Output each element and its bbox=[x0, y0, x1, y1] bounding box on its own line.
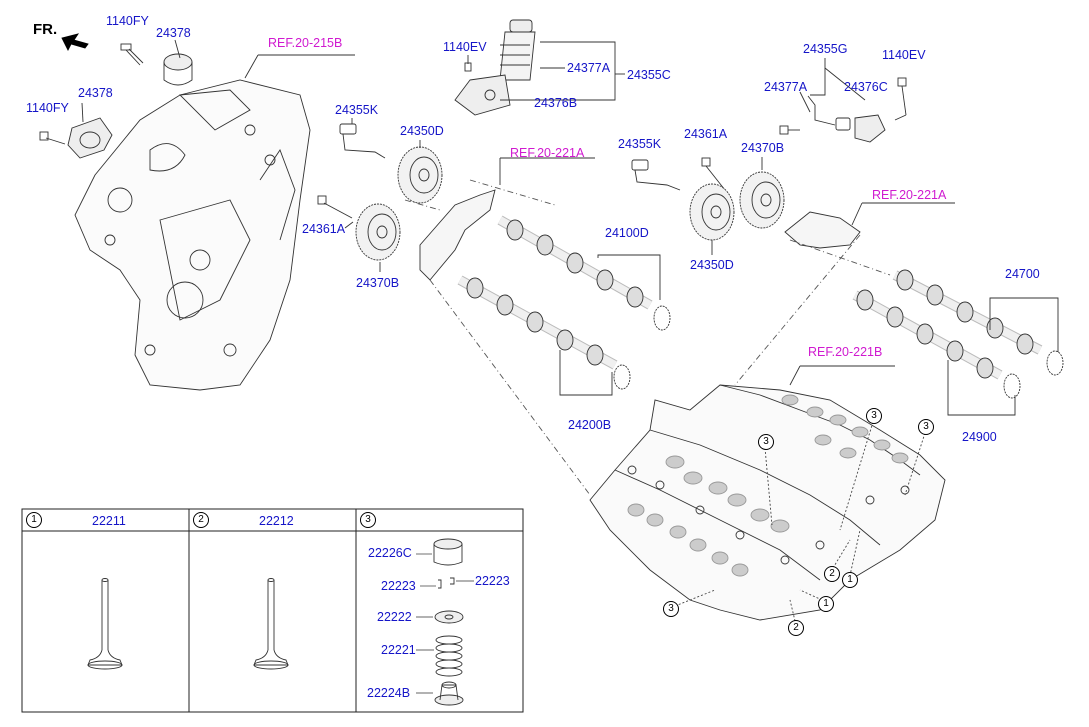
label-24355k-right[interactable]: 24355K bbox=[618, 137, 662, 151]
label-1140ev-right[interactable]: 1140EV bbox=[882, 48, 926, 62]
retainer-22222 bbox=[434, 610, 464, 624]
camshaft-24900 bbox=[852, 289, 1021, 399]
callout-3[interactable]: 3 bbox=[918, 419, 934, 435]
bracket-left bbox=[419, 189, 496, 281]
bolt-24361a-right bbox=[701, 157, 726, 191]
ref-20-221a-right[interactable]: REF.20-221A bbox=[872, 188, 947, 202]
table-col3-number: 3 bbox=[360, 512, 376, 528]
label-24378-top[interactable]: 24378 bbox=[156, 26, 191, 40]
camshaft-24700 bbox=[892, 269, 1064, 376]
label-24377a-left[interactable]: 24377A bbox=[567, 61, 611, 75]
lifter-22226c bbox=[433, 538, 463, 566]
callout-3[interactable]: 3 bbox=[758, 434, 774, 450]
front-arrow-icon bbox=[61, 33, 89, 52]
label-24700[interactable]: 24700 bbox=[1005, 267, 1040, 281]
label-24370b-left[interactable]: 24370B bbox=[356, 276, 400, 290]
valve-22211 bbox=[87, 578, 123, 670]
camshaft-24200b bbox=[457, 275, 631, 390]
camshaft-24100d bbox=[497, 215, 671, 331]
label-24361a-left[interactable]: 24361A bbox=[302, 222, 346, 236]
valve-22212 bbox=[253, 578, 289, 670]
label-22226c[interactable]: 22226C bbox=[368, 546, 412, 560]
label-22223-left[interactable]: 22223 bbox=[381, 579, 416, 593]
ref-20-221b[interactable]: REF.20-221B bbox=[808, 345, 883, 359]
label-24100d[interactable]: 24100D bbox=[605, 226, 649, 240]
cap-24378-left bbox=[67, 102, 113, 159]
timing-cover bbox=[74, 79, 311, 391]
oil-valve-24355k-right bbox=[631, 159, 681, 191]
label-1140fy-top[interactable]: 1140FY bbox=[106, 14, 149, 28]
sprocket-24370b-right bbox=[739, 157, 785, 229]
label-24377a-right[interactable]: 24377A bbox=[764, 80, 808, 94]
sprocket-24370b-left bbox=[355, 203, 401, 272]
ref-20-221a-left[interactable]: REF.20-221A bbox=[510, 146, 585, 160]
bolt-1140ev-right bbox=[894, 77, 907, 121]
label-24378-left[interactable]: 24378 bbox=[78, 86, 113, 100]
label-24200b[interactable]: 24200B bbox=[568, 418, 612, 432]
label-1140fy-left[interactable]: 1140FY bbox=[26, 101, 69, 115]
ref-20-215b[interactable]: REF.20-215B bbox=[268, 36, 343, 50]
table-col2-number: 2 bbox=[193, 512, 209, 528]
callout-1[interactable]: 1 bbox=[818, 596, 834, 612]
label-24361a-right[interactable]: 24361A bbox=[684, 127, 728, 141]
label-24370b-right[interactable]: 24370B bbox=[741, 141, 785, 155]
cap-24378-top bbox=[163, 39, 193, 86]
label-22224b[interactable]: 22224B bbox=[367, 686, 411, 700]
table-col2-part[interactable]: 22212 bbox=[259, 514, 294, 528]
spring-22221 bbox=[435, 635, 463, 677]
label-22222[interactable]: 22222 bbox=[377, 610, 412, 624]
bolt-1140fy-left bbox=[39, 131, 66, 145]
bolt-1140fy-top bbox=[120, 43, 144, 66]
front-direction-label: FR. bbox=[33, 21, 58, 38]
callout-2[interactable]: 2 bbox=[824, 566, 840, 582]
ocv-valve-24355c bbox=[454, 19, 536, 116]
callout-2[interactable]: 2 bbox=[788, 620, 804, 636]
table-col1-part[interactable]: 22211 bbox=[92, 514, 126, 528]
bracket-right bbox=[784, 211, 861, 249]
actuator-24355g bbox=[779, 95, 886, 143]
label-24350d-left[interactable]: 24350D bbox=[400, 124, 444, 138]
label-24376c[interactable]: 24376C bbox=[844, 80, 888, 94]
label-1140ev-left[interactable]: 1140EV bbox=[443, 40, 487, 54]
sprocket-24350d-right bbox=[689, 183, 735, 255]
label-22223-right[interactable]: 22223 bbox=[475, 574, 510, 588]
table-col1-number: 1 bbox=[26, 512, 42, 528]
seal-22224b bbox=[434, 681, 464, 706]
bolt-24361a-left bbox=[317, 195, 354, 229]
oil-valve-24355k-left bbox=[339, 118, 386, 159]
callout-1[interactable]: 1 bbox=[842, 572, 858, 588]
label-24350d-right[interactable]: 24350D bbox=[690, 258, 734, 272]
label-24355c[interactable]: 24355C bbox=[627, 68, 671, 82]
label-22221[interactable]: 22221 bbox=[381, 643, 416, 657]
callout-3[interactable]: 3 bbox=[663, 601, 679, 617]
callout-3[interactable]: 3 bbox=[866, 408, 882, 424]
cylinder-head bbox=[589, 384, 946, 621]
label-24355k-left[interactable]: 24355K bbox=[335, 103, 379, 117]
label-24376b[interactable]: 24376B bbox=[534, 96, 578, 110]
label-24355g[interactable]: 24355G bbox=[803, 42, 848, 56]
sprocket-24350d-left bbox=[397, 140, 443, 204]
keepers-22223 bbox=[438, 577, 455, 589]
label-24900[interactable]: 24900 bbox=[962, 430, 997, 444]
